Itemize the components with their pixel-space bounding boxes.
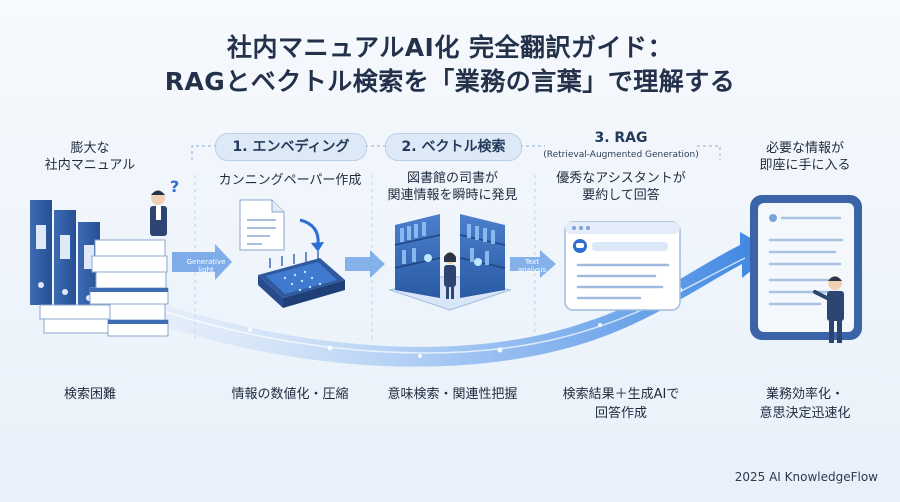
question-mark-icon: ? xyxy=(170,177,179,196)
result-top-line1: 必要な情報が xyxy=(765,141,844,156)
manual-top-line2: 社内マニュアル xyxy=(44,158,136,173)
footer-credit: 2025 AI KnowledgeFlow xyxy=(734,470,878,484)
result-bottom-line1: 業務効率化・ xyxy=(765,387,844,402)
arrow-right-icon xyxy=(345,250,385,278)
step-vector-search-pill: 2. ベクトル検索 xyxy=(385,133,522,161)
generative-tag-line2: light xyxy=(198,266,214,274)
rag-desc: 優秀なアシスタントが 要約して回答 xyxy=(545,170,697,204)
vector-desc: 図書館の司書が 関連情報を瞬時に発見 xyxy=(380,170,525,204)
chip-icon xyxy=(258,250,345,308)
rag-bottom-label: 検索結果＋生成AIで 回答作成 xyxy=(545,385,697,423)
manual-top-label: 膨大な 社内マニュアル xyxy=(40,140,140,174)
rag-desc-line1: 優秀なアシスタントが xyxy=(556,171,686,186)
vector-bottom-label: 意味検索・関連性把握 xyxy=(387,387,518,402)
page-title-line1: 社内マニュアルAI化 完全翻訳ガイド： xyxy=(226,33,674,62)
arrow-right-icon xyxy=(172,244,232,280)
result-top-line2: 即座に手に入る xyxy=(759,158,851,173)
text-analysis-tag-line2: analysis xyxy=(517,266,547,274)
text-analysis-tag-line1: Text xyxy=(524,258,540,266)
result-bottom-label: 業務効率化・ 意思決定迅速化 xyxy=(740,385,870,423)
manual-bottom-label: 検索困難 xyxy=(63,387,116,402)
rag-bottom-line1: 検索結果＋生成AIで xyxy=(562,387,680,402)
arrow-right-icon xyxy=(510,250,556,278)
page-title-line2: RAGとベクトル検索を「業務の言葉」で理解する xyxy=(164,67,736,96)
step-rag-subheading: (Retrieval-Augmented Generation) xyxy=(543,150,699,160)
step-embedding-pill: 1. エンベディング xyxy=(215,133,367,161)
librarian-person xyxy=(444,252,456,299)
document-icon xyxy=(239,199,285,251)
generative-tag-line1: Generative xyxy=(186,258,226,266)
tablet-icon xyxy=(750,195,862,340)
vector-desc-line1: 図書館の司書が xyxy=(406,171,498,186)
rag-desc-line2: 要約して回答 xyxy=(582,188,660,203)
bookshelf-icon xyxy=(388,214,512,311)
text-analysis-tag: Text analysis xyxy=(512,258,552,274)
rag-bottom-line2: 回答作成 xyxy=(594,406,647,421)
top-connector-lines xyxy=(191,145,721,160)
step-rag-heading: 3. RAG xyxy=(594,130,648,146)
result-bottom-line2: 意思決定迅速化 xyxy=(759,406,851,421)
manual-binders xyxy=(30,200,169,337)
embedding-bottom-label: 情報の数値化・圧縮 xyxy=(231,387,349,402)
happy-person xyxy=(813,276,844,343)
vector-desc-line2: 関連情報を瞬時に発見 xyxy=(387,188,518,203)
result-top-label: 必要な情報が 即座に手に入る xyxy=(740,140,870,174)
ai-chat-window-icon xyxy=(564,221,681,311)
manual-top-line1: 膨大な xyxy=(70,141,110,156)
confused-person xyxy=(150,190,167,236)
generative-tag: Generative light xyxy=(186,258,226,274)
embedding-desc: カンニングペーパー作成 xyxy=(218,173,362,188)
